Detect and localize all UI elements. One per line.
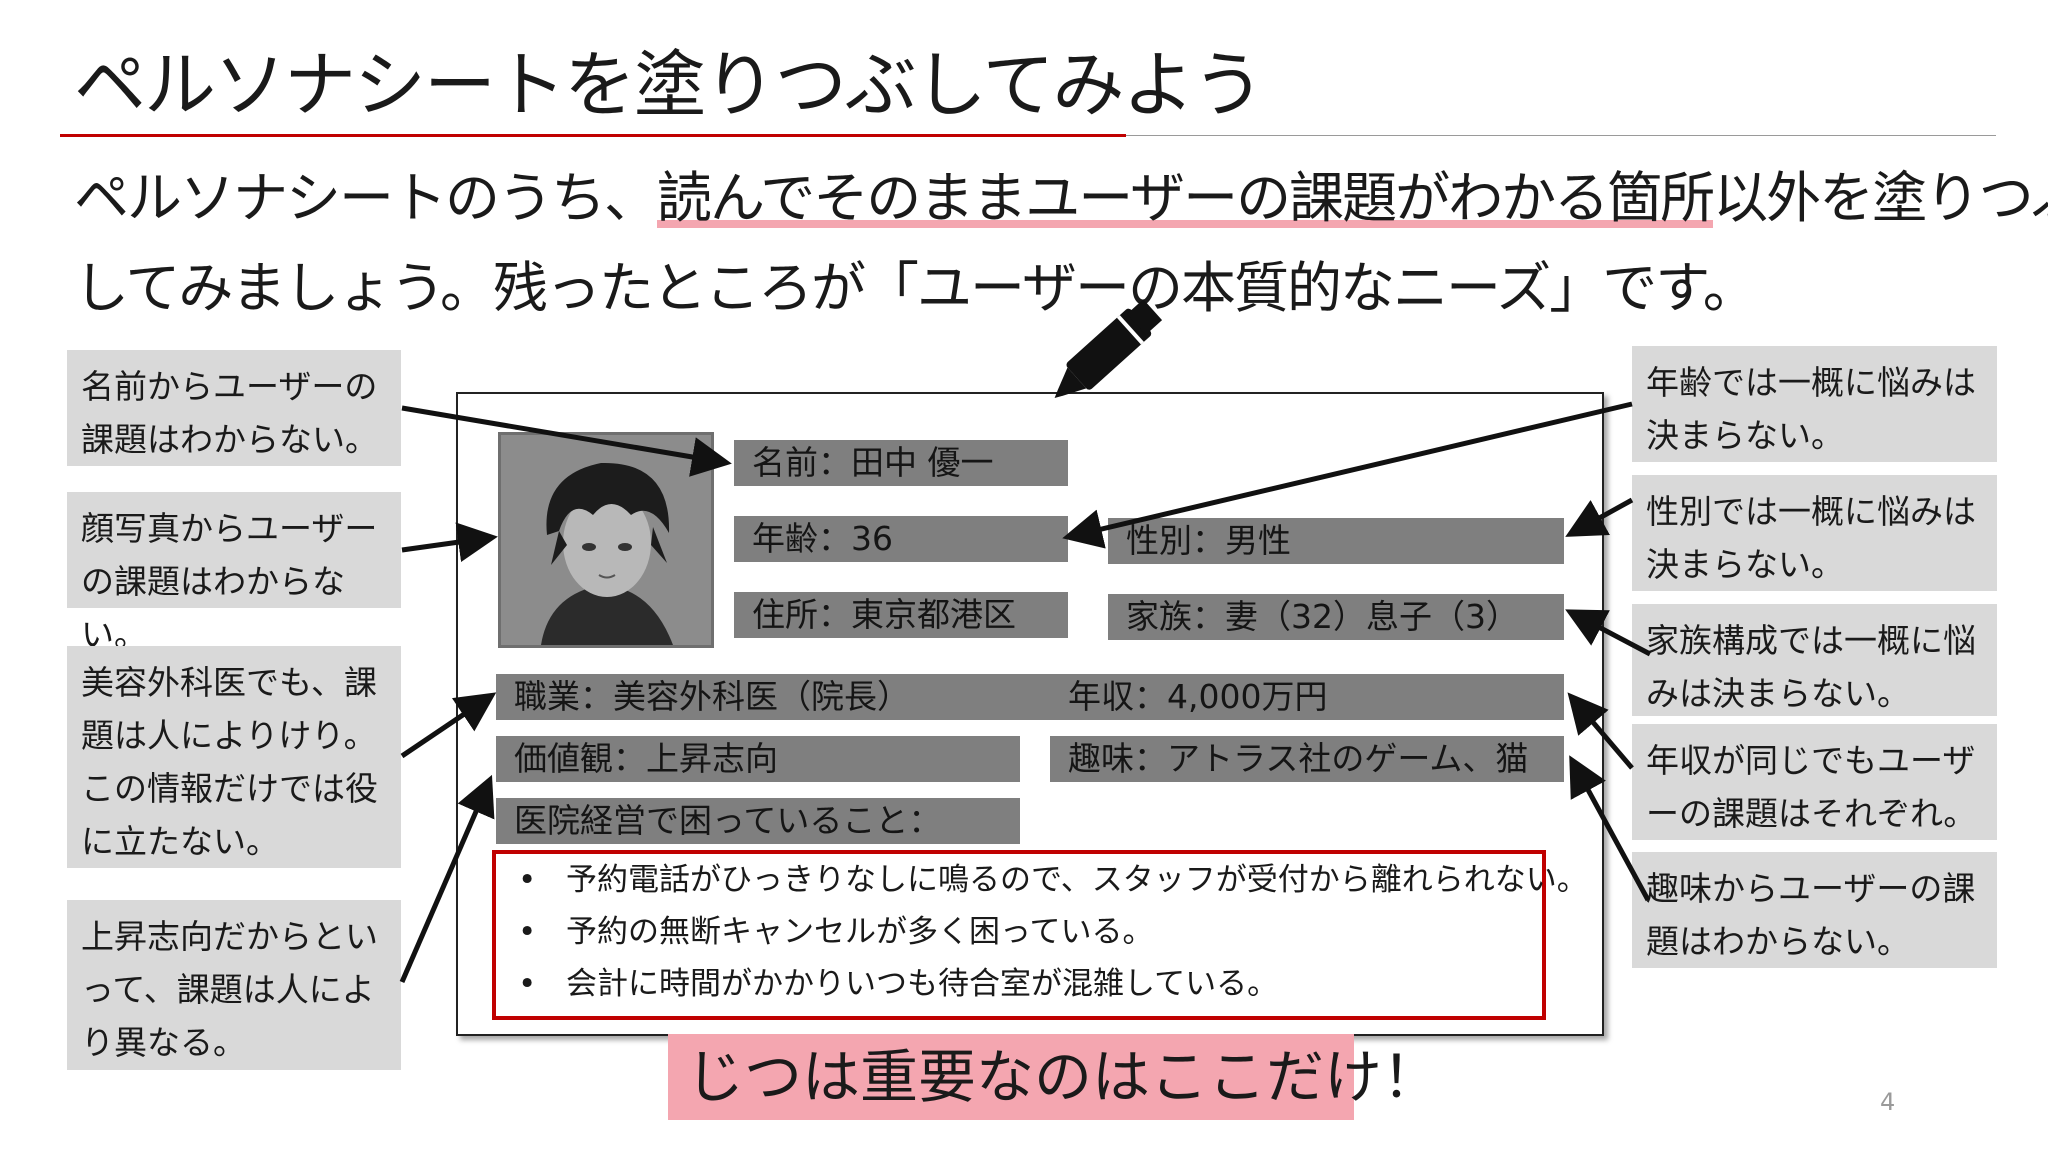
note-age: 年齢では一概に悩みは決まらない。 [1632, 346, 1997, 462]
arrow-to-age [1062, 401, 1633, 549]
issue-item: 会計に時間がかかりいつも待合室が混雑している。 [496, 958, 1542, 1010]
persona-photo [498, 432, 714, 648]
field-family: 家族：妻（32）息子（3） [1108, 594, 1564, 640]
field-income: 年収：4,000万円 [1050, 674, 1564, 720]
note-name: 名前からユーザーの課題はわからない。 [67, 350, 401, 466]
intro-text: ペルソナシートのうち、 [74, 166, 659, 230]
intro-highlight: 読んでそのままユーザーの課題がわかる箇所 [657, 166, 1715, 230]
field-hobby: 趣味：アトラス社のゲーム、猫 [1050, 736, 1564, 782]
intro-line-1: ペルソナシートのうち、読んでそのままユーザーの課題がわかる箇所以外を塗りつぶ [74, 158, 2048, 238]
field-name: 名前：田中 優一 [734, 440, 1068, 486]
issue-item: 予約電話がひっきりなしに鳴るので、スタッフが受付から離れられない。 [496, 854, 1588, 906]
note-gender: 性別では一概に悩みは決まらない。 [1632, 475, 1997, 591]
issue-item: 予約の無断キャンセルが多く困っている。 [496, 906, 1542, 958]
key-point-callout: じつは重要なのはここだけ！ [668, 1034, 1440, 1120]
note-income: 年収が同じでもユーザーの課題はそれぞれ。 [1632, 724, 1997, 840]
arrow-to-name [401, 405, 732, 477]
title-underline-accent [60, 134, 1126, 137]
field-occupation: 職業：美容外科医（院長） [496, 674, 1050, 720]
field-gender: 性別：男性 [1108, 518, 1564, 564]
arrow-to-income [1567, 692, 1634, 770]
field-values: 価値観：上昇志向 [496, 736, 1020, 782]
marker-pen-icon [1054, 299, 1163, 399]
persona-sheet: 名前：田中 優一 年齢：36 性別：男性 住所：東京都港区 家族：妻（32）息子… [456, 392, 1604, 1036]
intro-line-2: してみましょう。残ったところが「ユーザーの本質的なニーズ」です。 [74, 256, 1758, 320]
field-issues-label: 医院経営で困っていること： [496, 798, 1020, 844]
page-number: 4 [1880, 1088, 1896, 1116]
note-occupation: 美容外科医でも、課題は人によりけり。この情報だけでは役に立たない。 [67, 646, 401, 868]
issues-list: 予約電話がひっきりなしに鳴るので、スタッフが受付から離れられない。 予約の無断キ… [496, 854, 1588, 1010]
field-age: 年齢：36 [734, 516, 1068, 562]
note-family: 家族構成では一概に悩みは決まらない。 [1632, 604, 1997, 716]
person-portrait-icon [501, 435, 711, 645]
note-hobby: 趣味からユーザーの課題はわからない。 [1632, 852, 1997, 968]
arrow-to-family [1565, 609, 1652, 657]
arrow-to-gender [1565, 497, 1634, 537]
note-values: 上昇志向だからといって、課題は人により異なる。 [67, 900, 401, 1070]
arrow-to-values [399, 774, 495, 983]
intro-text: 以外を塗りつぶ [1713, 166, 2048, 230]
arrow-to-occupation [400, 692, 497, 759]
arrow-to-hobby [1569, 755, 1651, 902]
issues-highlight-box: 予約電話がひっきりなしに鳴るので、スタッフが受付から離れられない。 予約の無断キ… [492, 850, 1588, 1020]
title-underline [1126, 135, 1996, 136]
note-photo: 顔写真からユーザーの課題はわからない。 [67, 492, 401, 654]
arrow-to-photo [401, 522, 498, 562]
field-address: 住所：東京都港区 [734, 592, 1068, 638]
slide-title: ペルソナシートを塗りつぶしてみよう [74, 43, 1265, 127]
